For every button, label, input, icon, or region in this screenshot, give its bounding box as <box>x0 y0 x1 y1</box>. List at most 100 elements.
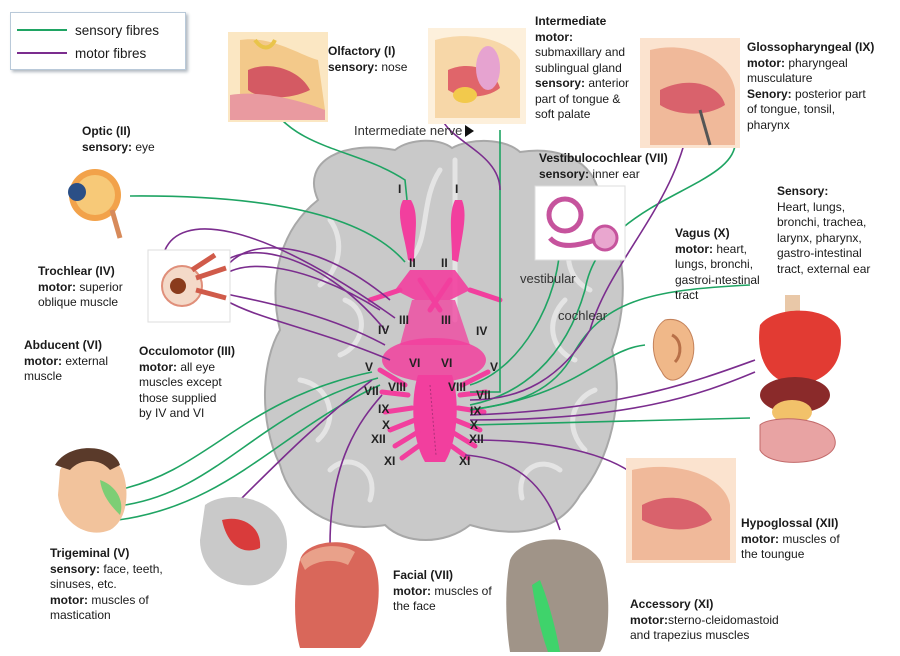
trigeminal-l3: muscles of <box>88 592 149 607</box>
facial-l1: muscles of <box>431 583 492 598</box>
label-intermediate: Intermediate motor: submaxillary and sub… <box>535 14 629 123</box>
motor-fibre-lines <box>164 109 756 546</box>
hypoglossal-key: motor: <box>741 531 779 546</box>
trigeminal-title: Trigeminal (V) <box>50 546 130 560</box>
oculomotor-l2: muscles except <box>139 375 222 389</box>
trochlear-title: Trochlear (IV) <box>38 264 115 278</box>
vagus-l4: tract <box>675 288 699 302</box>
olfactory-value: nose <box>378 59 408 74</box>
legend: sensory fibres motor fibres <box>10 12 186 70</box>
nerve-num-V-right: V <box>490 360 499 374</box>
intermediate-l6: soft palate <box>535 107 591 121</box>
accessory-title: Accessory (XI) <box>630 597 714 611</box>
facial-title: Facial (VII) <box>393 568 454 582</box>
nerve-num-I-left: I <box>398 182 402 196</box>
nerve-num-XII-right: XII <box>469 432 484 446</box>
neck-muscles-illustration <box>506 539 609 652</box>
optic-title: Optic (II) <box>82 124 131 138</box>
sensory-block-title: Sensory: <box>777 184 829 198</box>
nerve-num-X-left: X <box>382 418 391 432</box>
intermediate-title: Intermediate <box>535 14 607 28</box>
nerve-num-I-right: I <box>455 182 459 196</box>
glosso-l5: pharynx <box>747 117 790 132</box>
brainstem-nerves <box>367 200 503 462</box>
glosso-sensory-key: Senory: <box>747 86 792 101</box>
label-vestibulocochlear: Vestibulocochlear (VII) sensory: inner e… <box>539 151 668 182</box>
trigeminal-sensory-key: sensory: <box>50 561 101 576</box>
label-optic: Optic (II) sensory: eye <box>82 124 155 155</box>
nerve-num-III-left: III <box>399 313 410 327</box>
label-hypoglossal: Hypoglossal (XII) motor: muscles of the … <box>741 516 840 563</box>
skull-muscle-illustration <box>200 497 287 586</box>
vagus-l1: heart, <box>713 241 748 256</box>
nerve-num-VI-right: VI <box>441 356 453 370</box>
intermediate-motor-key: motor: <box>535 29 573 44</box>
oculomotor-l1: all eye <box>177 359 216 374</box>
legend-sensory-label: sensory fibres <box>75 22 160 38</box>
sensory-block-l2: bronchi, trachea, <box>777 215 867 229</box>
arrow-right-icon <box>465 125 475 137</box>
olfactory-key: sensory: <box>328 59 379 74</box>
oculomotor-title: Occulomotor (III) <box>139 344 235 358</box>
nerve-num-III-right: III <box>441 313 452 327</box>
olfactory-title: Olfactory (I) <box>328 44 396 58</box>
oculomotor-l4: by IV and VI <box>139 406 205 420</box>
nerve-num-X-right: X <box>470 418 479 432</box>
nerve-num-IV-left: IV <box>378 323 390 337</box>
facial-l2: the face <box>393 599 436 613</box>
legend-motor-label: motor fibres <box>75 45 147 61</box>
inner-ear-illustration <box>534 185 626 261</box>
label-cochlear: cochlear <box>558 308 608 323</box>
label-accessory: Accessory (XI) motor:sterno-cleidomastoi… <box>630 597 779 644</box>
oculomotor-key: motor: <box>139 359 177 374</box>
nerve-num-VIII-left: VIII <box>388 380 407 394</box>
nerve-num-VII-left: VII <box>364 384 379 398</box>
vestibulo-title: Vestibulocochlear (VII) <box>539 151 668 165</box>
nerve-num-IX-right: IX <box>470 404 482 418</box>
trochlear-l2: oblique muscle <box>38 295 119 309</box>
throat-illustration-top <box>640 38 740 148</box>
trochlear-l1: superior <box>76 279 123 294</box>
legend-motor-swatch <box>17 52 67 54</box>
label-vagus: Vagus (X) motor: heart, lungs, bronchi, … <box>675 226 760 304</box>
glosso-l4: of tongue, tonsil, <box>747 102 836 116</box>
face-muscles-illustration <box>295 542 379 648</box>
vestibulo-value: inner ear <box>589 166 640 181</box>
nerve-num-II-left: II <box>409 256 416 270</box>
sensory-block-l4: gastro-intestinal <box>777 246 862 260</box>
sensory-block-l1: Heart, lungs, <box>777 199 846 214</box>
mouth-illustration <box>428 28 526 124</box>
glosso-l2: musculature <box>747 71 813 85</box>
nerve-num-II-right: II <box>441 256 448 270</box>
intermediate-l3: sublingual gland <box>535 60 622 75</box>
vestibulo-key: sensory: <box>539 166 590 181</box>
nerve-num-XII-left: XII <box>371 432 386 446</box>
optic-key: sensory: <box>82 139 133 154</box>
label-facial: Facial (VII) motor: muscles of the face <box>393 568 492 615</box>
legend-sensory: sensory fibres <box>17 21 159 39</box>
trigeminal-l1: face, teeth, <box>100 561 163 576</box>
oculomotor-l3: those supplied <box>139 390 217 405</box>
glosso-title: Glossopharyngeal (IX) <box>747 40 875 54</box>
face-trigeminal-illustration <box>55 448 127 533</box>
nerve-num-IV-right: IV <box>476 324 488 338</box>
intermediate-l5: part of tongue & <box>535 91 621 106</box>
intermediate-l4: anterior <box>585 76 630 90</box>
accessory-l2: and trapezius muscles <box>630 628 750 642</box>
hypoglossal-l1: muscles of <box>779 531 840 546</box>
eye-muscle-illustration <box>147 249 231 323</box>
nerve-num-IX-left: IX <box>378 402 390 416</box>
vagus-key: motor: <box>675 241 713 256</box>
optic-value: eye <box>132 139 155 154</box>
label-intermediate-nerve: Intermediate nerve <box>354 123 475 138</box>
hypoglossal-title: Hypoglossal (XII) <box>741 516 839 530</box>
nerve-num-XI-right: XI <box>459 454 471 468</box>
nose-illustration <box>228 32 328 122</box>
glosso-l3: posterior part <box>791 86 866 101</box>
trigeminal-l2: sinuses, etc. <box>50 577 117 591</box>
label-sensory-block: Sensory: Heart, lungs, bronchi, trachea,… <box>777 184 870 277</box>
abducent-l1: external <box>62 353 109 368</box>
external-ear-illustration <box>652 319 695 381</box>
